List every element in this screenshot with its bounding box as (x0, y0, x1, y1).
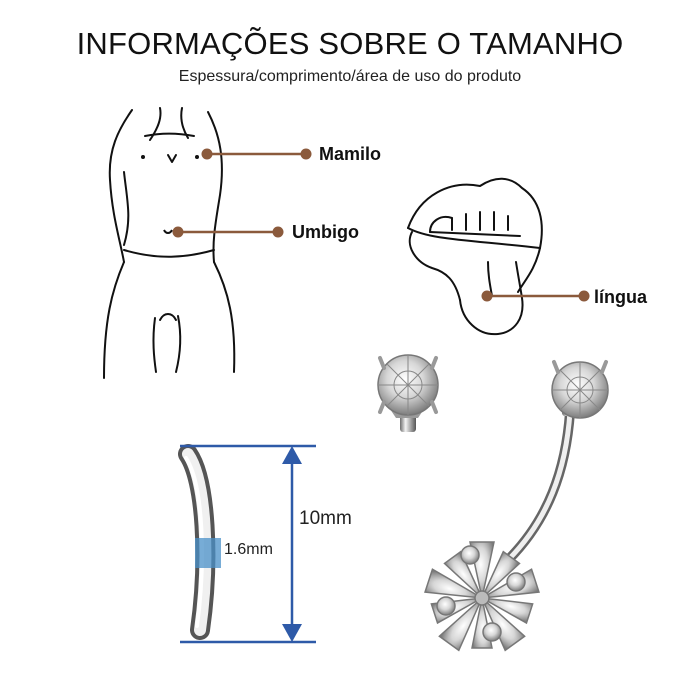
page-title: INFORMAÇÕES SOBRE O TAMANHO (76, 26, 624, 61)
mouth-outline (407, 177, 543, 336)
navel-label: Umbigo (292, 222, 359, 242)
bar-closeup (178, 444, 216, 640)
stud-gem-ball (377, 354, 439, 432)
tongue-pointer (481, 290, 590, 302)
navel-mark (163, 229, 173, 234)
nipple-dot-left (141, 155, 145, 159)
page-subtitle: Espessura/comprimento/área de uso do pro… (178, 68, 522, 85)
thickness-marker (195, 538, 221, 568)
flower-gem-charm (424, 541, 540, 652)
nipple-dot-right (195, 155, 199, 159)
length-dimension-line (180, 444, 316, 644)
thickness-label: 1.6mm (224, 541, 273, 558)
navel-barbell (503, 360, 609, 565)
navel-pointer (172, 226, 284, 238)
length-label: 10mm (299, 508, 352, 529)
tongue-label: língua (594, 287, 647, 307)
torso-outline (103, 107, 236, 379)
nipple-label: Mamilo (319, 144, 382, 164)
nipple-pointer (201, 148, 312, 160)
